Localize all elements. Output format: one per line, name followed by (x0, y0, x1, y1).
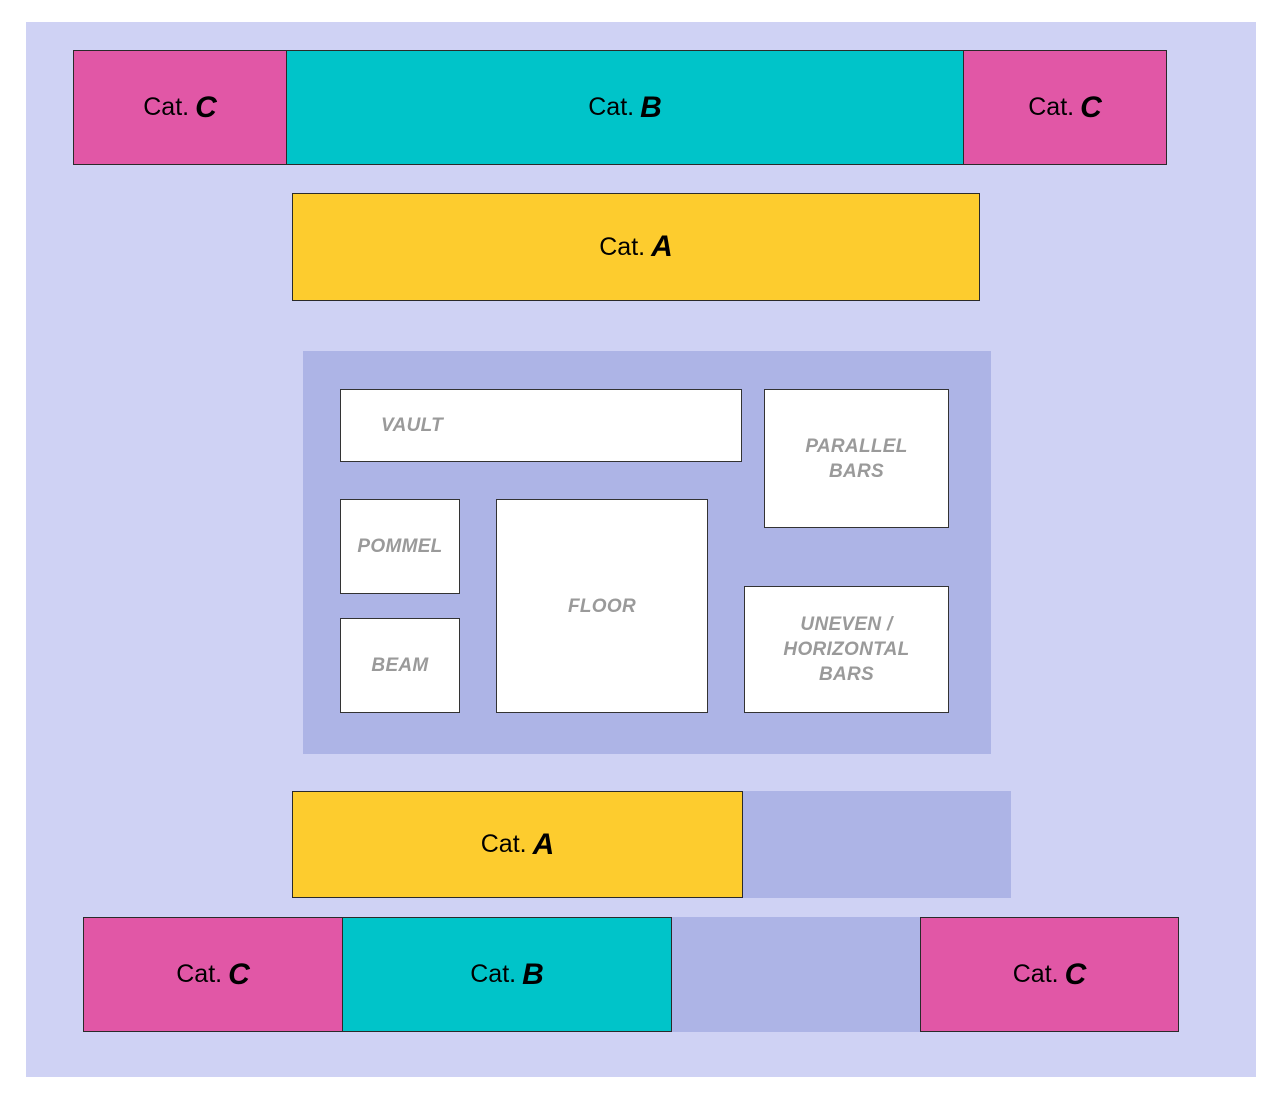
station-parallel-bars[interactable]: PARALLEL BARS (764, 389, 949, 528)
station-floor[interactable]: FLOOR (496, 499, 708, 713)
section-prefix: Cat. (1028, 93, 1075, 121)
section-letter: C (1064, 957, 1087, 991)
zone-bottom-right-of-cat-a (741, 791, 1011, 898)
section-prefix: Cat. (143, 93, 190, 121)
section-letter: B (640, 90, 662, 124)
section-letter: C (1080, 90, 1102, 124)
section-top-left-cat-c[interactable]: Cat. C (73, 50, 287, 165)
section-prefix: Cat. (176, 960, 223, 988)
zone-bottom-center (670, 917, 922, 1032)
section-prefix: Cat. (1012, 960, 1059, 988)
section-prefix: Cat. (599, 232, 646, 261)
section-top-right-cat-c[interactable]: Cat. C (963, 50, 1167, 165)
station-label: POMMEL (357, 536, 443, 557)
station-beam[interactable]: BEAM (340, 618, 460, 713)
station-uneven-horizontal-bars[interactable]: UNEVEN / HORIZONTAL BARS (744, 586, 949, 713)
station-label: FLOOR (568, 595, 636, 617)
section-bottom-cat-a[interactable]: Cat. A (292, 791, 743, 898)
section-letter: C (195, 90, 217, 124)
station-label: UNEVEN / HORIZONTAL BARS (783, 614, 910, 685)
section-letter: A (532, 827, 555, 861)
section-letter: A (651, 230, 673, 263)
section-bottom-left-cat-c[interactable]: Cat. C (83, 917, 343, 1032)
section-top-center-cat-b[interactable]: Cat. B (286, 50, 964, 165)
station-vault[interactable]: VAULT (340, 389, 742, 462)
section-letter: C (228, 957, 250, 991)
station-label: PARALLEL BARS (805, 435, 908, 482)
section-top-cat-a[interactable]: Cat. A (292, 193, 980, 301)
station-pommel[interactable]: POMMEL (340, 499, 460, 594)
section-bottom-center-cat-b[interactable]: Cat. B (342, 917, 672, 1032)
section-prefix: Cat. (588, 93, 635, 121)
station-label: BEAM (371, 655, 429, 676)
section-letter: B (522, 957, 544, 991)
section-bottom-right-cat-c[interactable]: Cat. C (920, 917, 1179, 1032)
section-prefix: Cat. (480, 830, 527, 858)
station-label: VAULT (381, 415, 444, 436)
section-prefix: Cat. (470, 960, 517, 988)
